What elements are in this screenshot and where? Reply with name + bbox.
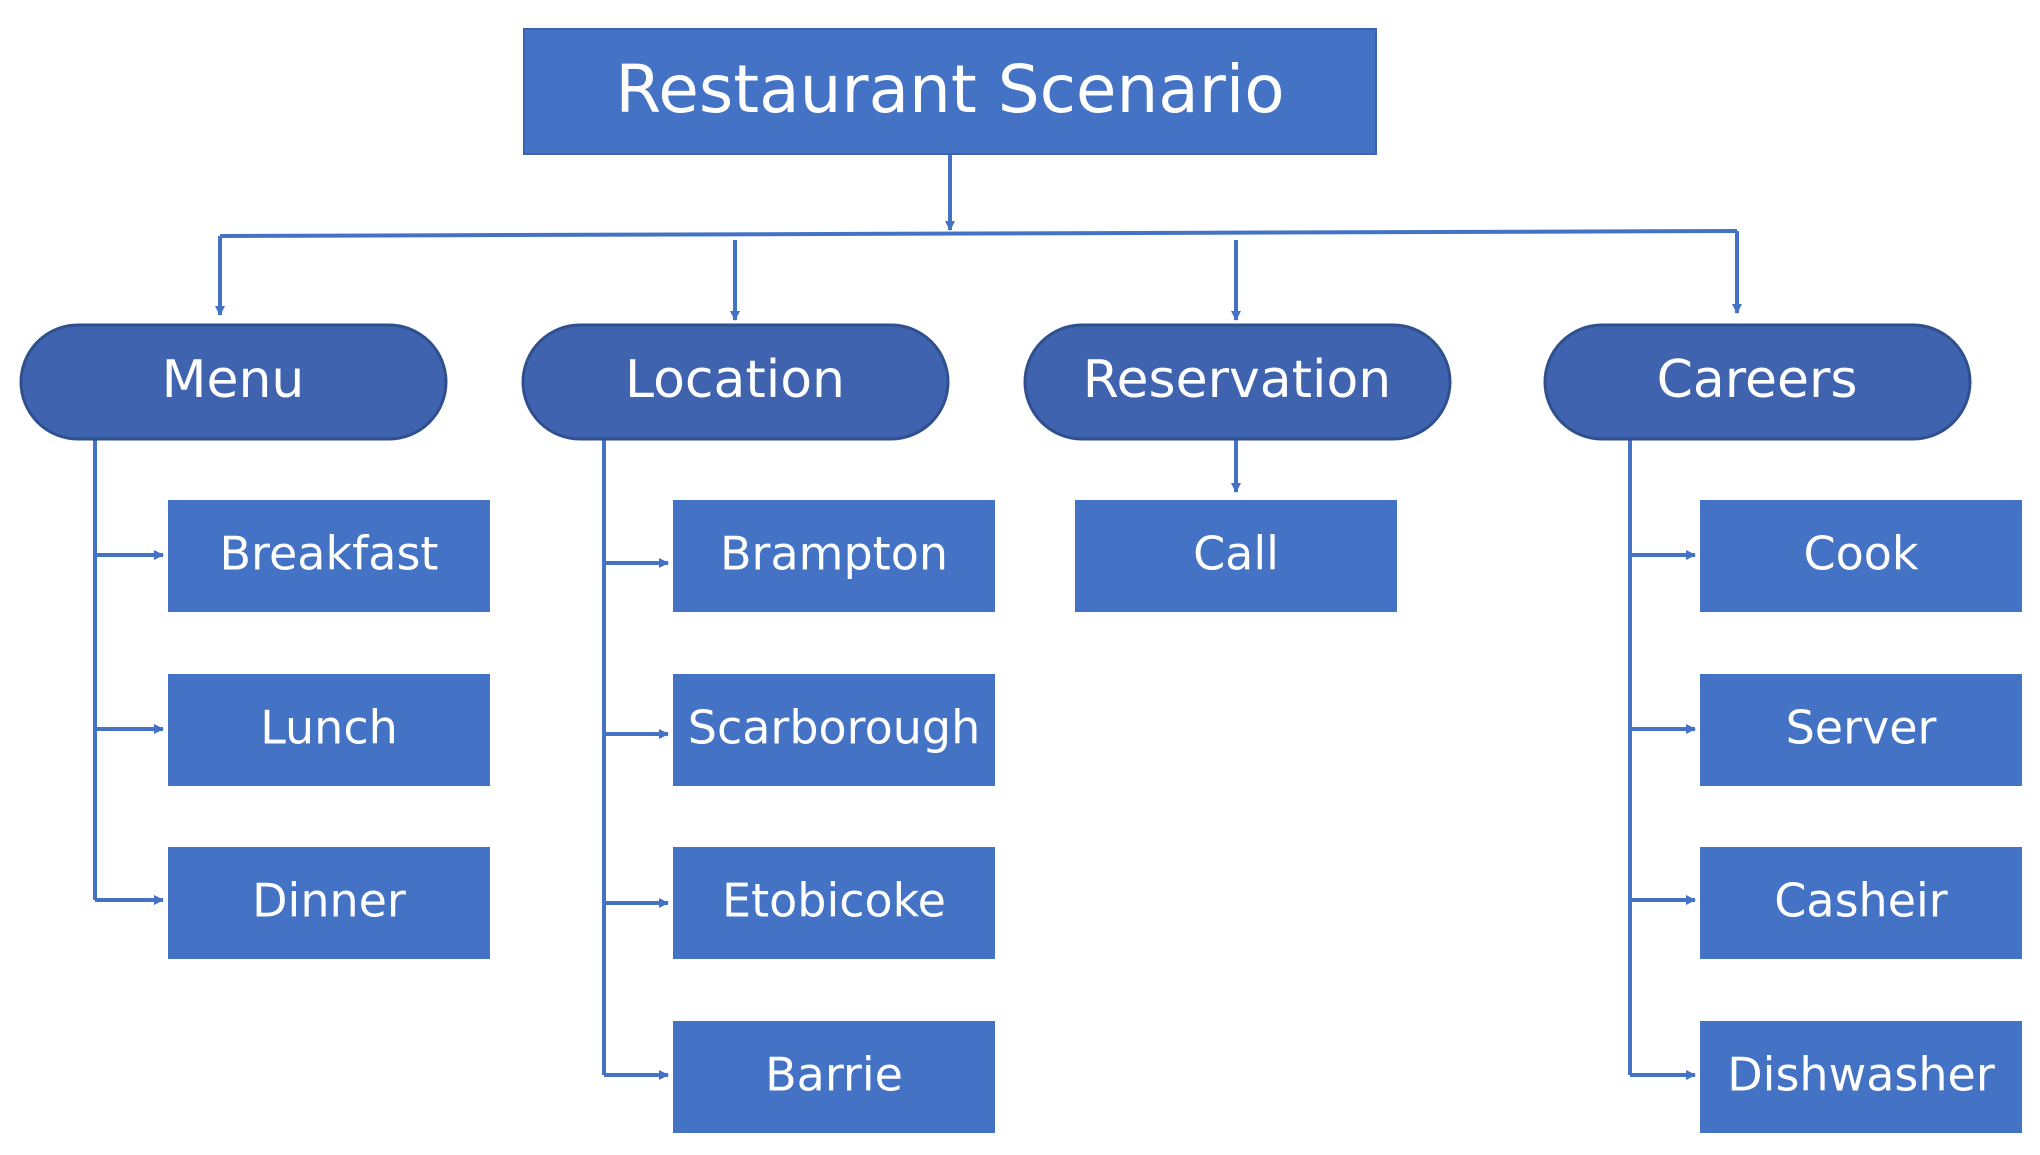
child-label: Dishwasher xyxy=(1727,1048,1995,1102)
child-box xyxy=(1700,674,2022,786)
menu-item-dinner: Dinner xyxy=(168,847,490,959)
child-box xyxy=(168,847,490,959)
category-menu: Menu xyxy=(19,323,448,441)
careers-item-cook: Cook xyxy=(1700,500,2022,612)
title-label: Restaurant Scenario xyxy=(615,51,1284,128)
child-box xyxy=(168,500,490,612)
category-pill xyxy=(1023,323,1452,441)
child-box xyxy=(168,674,490,786)
menu-item-lunch: Lunch xyxy=(168,674,490,786)
category-label: Menu xyxy=(162,350,305,410)
reservation-item-call: Call xyxy=(1075,500,1397,612)
child-box xyxy=(673,500,995,612)
child-label: Casheir xyxy=(1774,874,1948,928)
child-label: Cook xyxy=(1803,527,1918,581)
category-pill xyxy=(19,323,448,441)
child-box xyxy=(673,847,995,959)
child-label: Dinner xyxy=(252,874,406,928)
careers-item-casheir: Casheir xyxy=(1700,847,2022,959)
category-pill xyxy=(1543,323,1972,441)
category-label: Reservation xyxy=(1083,350,1392,410)
title-box xyxy=(523,28,1377,155)
category-label: Careers xyxy=(1657,350,1858,410)
child-box xyxy=(1700,1021,2022,1133)
location-item-etobicoke: Etobicoke xyxy=(673,847,995,959)
category-label: Location xyxy=(625,350,845,410)
location-item-brampton: Brampton xyxy=(673,500,995,612)
careers-item-dishwasher: Dishwasher xyxy=(1700,1021,2022,1133)
child-label: Barrie xyxy=(765,1048,903,1102)
location-item-scarborough: Scarborough xyxy=(673,674,995,786)
child-box xyxy=(1075,500,1397,612)
child-box xyxy=(1700,847,2022,959)
category-location: Location xyxy=(521,323,950,441)
child-label: Server xyxy=(1786,701,1937,755)
title-node: Restaurant Scenario xyxy=(523,28,1377,155)
child-label: Breakfast xyxy=(220,527,439,581)
child-box xyxy=(1700,500,2022,612)
category-careers: Careers xyxy=(1543,323,1972,441)
child-box xyxy=(673,674,995,786)
child-label: Scarborough xyxy=(688,701,981,755)
connector-lines xyxy=(93,154,1742,1080)
child-label: Brampton xyxy=(720,527,948,581)
connector-bus xyxy=(219,229,1738,238)
menu-item-breakfast: Breakfast xyxy=(168,500,490,612)
careers-item-server: Server xyxy=(1700,674,2022,786)
child-label: Call xyxy=(1193,527,1279,581)
child-label: Etobicoke xyxy=(722,874,946,928)
category-pill xyxy=(521,323,950,441)
category-reservation: Reservation xyxy=(1023,323,1452,441)
child-box xyxy=(673,1021,995,1133)
child-label: Lunch xyxy=(260,701,398,755)
location-item-barrie: Barrie xyxy=(673,1021,995,1133)
